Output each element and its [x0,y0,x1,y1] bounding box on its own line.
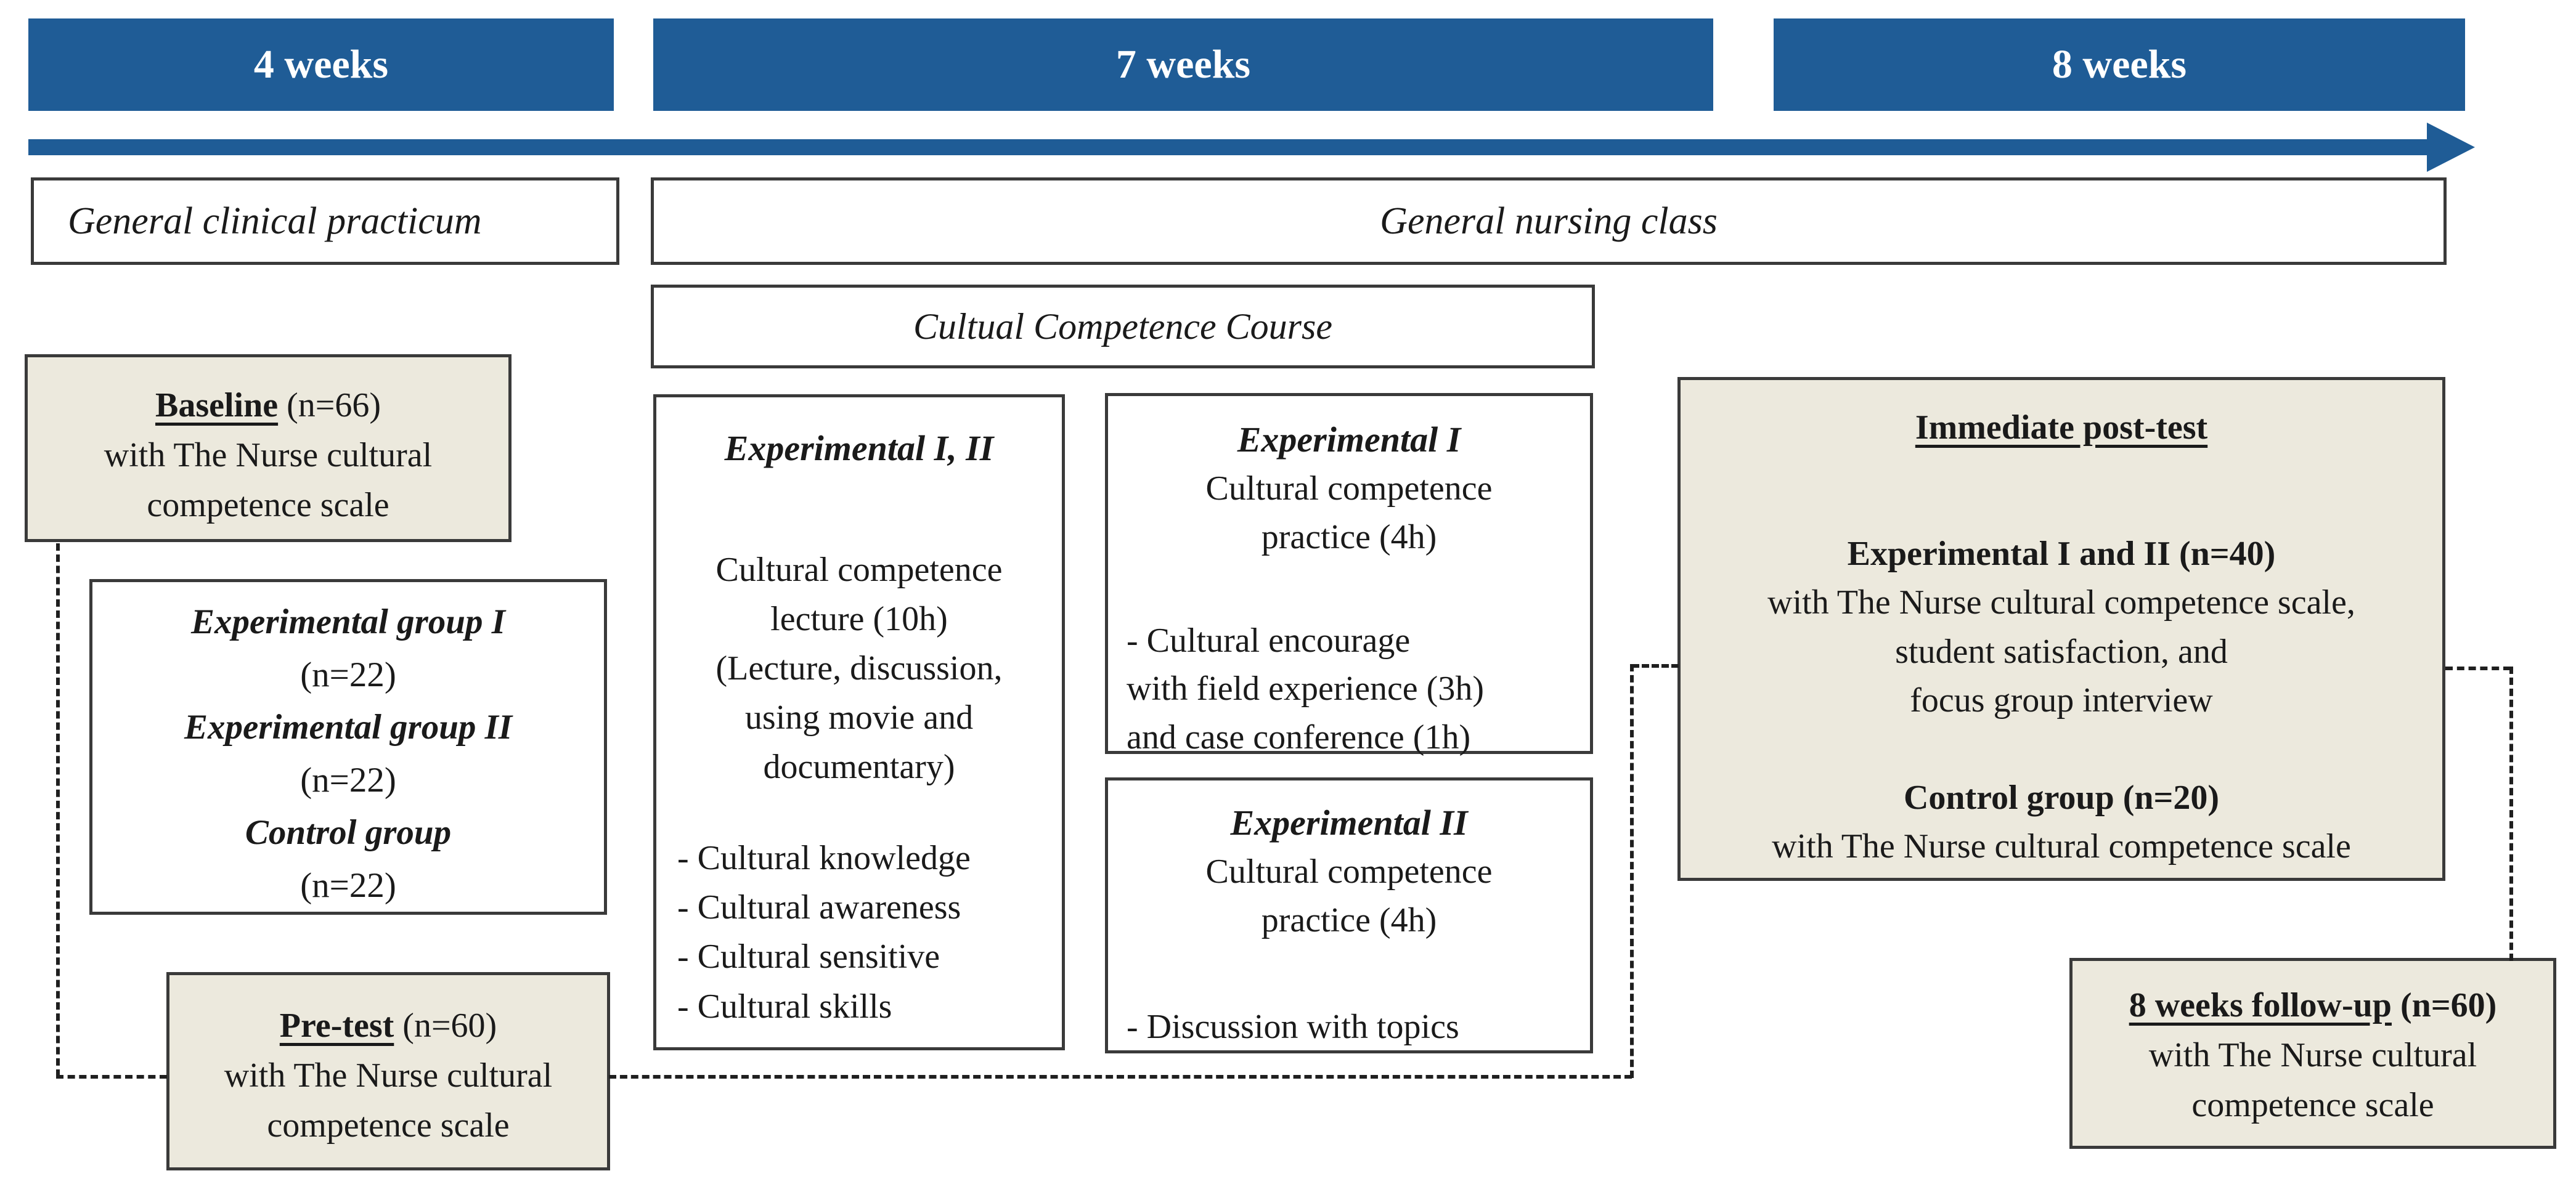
dash-connector-baseline-down [56,543,60,1077]
cultural-competence-course-box: Cultual Competence Course [651,285,1595,368]
experimental-2-line: Cultural competence [1205,853,1493,891]
followup-title: 8 weeks follow-up (n=60) [2073,981,2553,1031]
group-name: Experimental group II [184,708,513,747]
lecture-line: using movie and [744,699,974,737]
dash-connector-bottom-middle [609,1075,1632,1079]
posttest-exp-title: Experimental I and II (n=40) [1847,534,2276,573]
lecture-line: (Lecture, discussion, [715,649,1003,688]
timeline-bar-4-weeks: 4 weeks [28,18,614,111]
posttest-line: focus group interview [1910,681,2213,720]
baseline-box: Baseline (n=66) with The Nurse cultural … [25,354,512,542]
timeline-bar-label: 8 weeks [2052,42,2187,87]
group-name: Experimental group I [191,602,505,641]
group-name: Control group [245,813,452,852]
posttest-line: with The Nurse cultural competence scale [1772,827,2351,866]
baseline-line: competence scale [147,486,389,525]
pretest-line: with The Nurse cultural [224,1056,553,1095]
followup-title-n: (n=60) [2391,986,2497,1024]
group-n: (n=22) [300,866,396,905]
lecture-item: - Cultural awareness [677,888,961,927]
posttest-title: Immediate post-test [1915,408,2208,447]
followup-line: competence scale [2191,1086,2434,1125]
pretest-title: Pre-test (n=60) [169,1001,607,1051]
experimental-1-item: and case conference (1h) [1127,718,1471,756]
lecture-line: documentary) [763,748,955,787]
lecture-title: Experimental I, II [724,428,994,468]
timeline-arrow-shaft [28,139,2432,155]
lecture-box: Experimental I, II Cultural competence l… [653,394,1065,1050]
timeline-arrow-head-icon [2427,123,2475,172]
dash-connector-down-to-followup [2509,667,2513,961]
experimental-1-item: with field experience (3h) [1127,670,1484,708]
followup-title-keyword: 8 weeks follow-up [2129,986,2392,1024]
baseline-title-keyword: Baseline [155,386,279,424]
pretest-title-keyword: Pre-test [279,1007,394,1045]
experimental-2-box: Experimental II Cultural competence prac… [1105,777,1593,1053]
group-n: (n=22) [300,760,396,800]
lecture-line: Cultural competence [715,550,1003,589]
pretest-title-n: (n=60) [394,1007,497,1045]
general-nursing-class-box: General nursing class [651,177,2447,265]
timeline-bar-label: 4 weeks [253,42,389,87]
posttest-box: Immediate post-test Experimental I and I… [1677,377,2445,881]
baseline-title-n: (n=66) [278,386,381,424]
posttest-line: with The Nurse cultural competence scale… [1767,583,2355,622]
experimental-1-item: - Cultural encourage [1127,621,1411,660]
lecture-item: - Cultural sensitive [677,938,940,976]
timeline-bar-label: 7 weeks [1115,42,1251,87]
pretest-box: Pre-test (n=60) with The Nurse cultural … [166,972,610,1170]
lecture-line: lecture (10h) [770,600,948,639]
dash-connector-into-posttest [1632,664,1679,668]
followup-box: 8 weeks follow-up (n=60) with The Nurse … [2069,958,2556,1149]
timeline-bar-8-weeks: 8 weeks [1774,18,2465,111]
experimental-2-line: practice (4h) [1261,901,1437,939]
dash-connector-bottom-left [56,1075,167,1079]
experimental-2-item: - Discussion with topics [1127,1007,1459,1046]
group-n: (n=22) [300,655,396,694]
general-clinical-practicum-box: General clinical practicum [31,177,619,265]
lecture-item: - Cultural knowledge [677,839,971,878]
baseline-title: Baseline (n=66) [28,381,508,431]
followup-line: with The Nurse cultural [2148,1036,2477,1075]
timeline-bar-7-weeks: 7 weeks [653,18,1713,111]
pretest-line: competence scale [267,1106,510,1145]
experimental-1-title: Experimental I [1237,420,1461,460]
posttest-line: student satisfaction, and [1895,632,2228,671]
course-label: Cultual Competence Course [913,306,1332,347]
baseline-line: with The Nurse cultural [104,436,433,475]
dash-connector-out-of-posttest [2445,667,2511,670]
experimental-2-title: Experimental II [1230,803,1468,843]
study-groups-box: Experimental group I (n=22) Experimental… [89,579,607,915]
experimental-1-box: Experimental I Cultural competence pract… [1105,393,1593,756]
posttest-control-title: Control group (n=20) [1903,778,2220,817]
experimental-1-line: practice (4h) [1261,517,1437,556]
practicum-label: General clinical practicum [68,200,482,242]
dash-connector-middle-up [1630,664,1634,1078]
nursing-class-label: General nursing class [1380,200,1718,242]
lecture-item: - Cultural skills [677,987,892,1026]
experimental-1-line: Cultural competence [1205,469,1493,508]
